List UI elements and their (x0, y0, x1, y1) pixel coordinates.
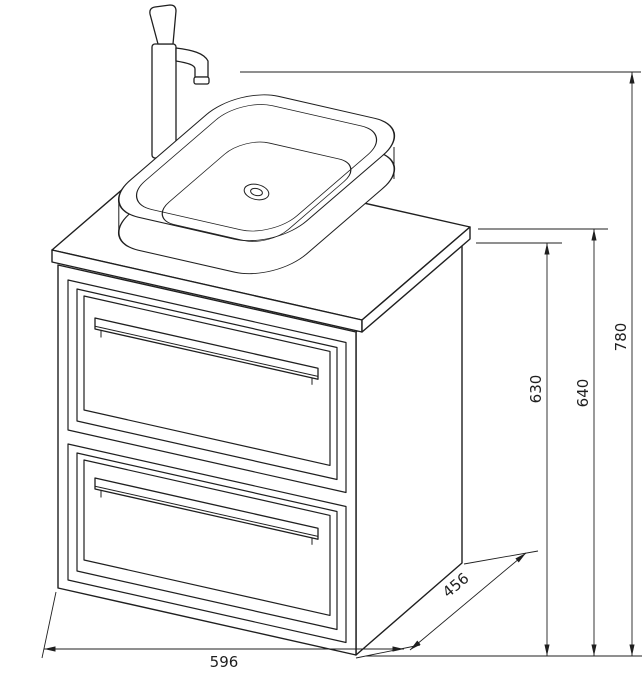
dimension-label-counter-height: 640 (574, 379, 592, 408)
drawer-bottom-frame-inner (83, 459, 331, 616)
drawer-bottom-face (67, 443, 347, 644)
dimension-total-height: 780 (612, 72, 635, 656)
drawer-top-face (67, 279, 347, 494)
vanity-cabinet (51, 4, 471, 656)
drawer-top-handle (94, 317, 319, 385)
dimension-cabinet-height: 630 (527, 243, 550, 656)
drawer-top-frame-outer (76, 288, 338, 481)
faucet-lever-handle (149, 4, 177, 45)
drain-icon (243, 183, 270, 201)
dimension-label-total-height: 780 (612, 323, 630, 352)
vessel-sink (117, 94, 396, 275)
faucet (149, 4, 210, 159)
countertop-side-edge (361, 226, 471, 333)
dimension-width: 596 (44, 646, 404, 671)
sink-bowl-bottom (161, 141, 352, 242)
drawer-top (67, 279, 347, 494)
handle-highlight-line (94, 485, 319, 537)
dimension-counter-height: 640 (574, 229, 597, 656)
drawer-bottom (67, 443, 347, 644)
faucet-aerator (193, 76, 210, 85)
handle-highlight-line (94, 325, 319, 377)
drawer-bottom-frame-outer (76, 452, 338, 631)
drawer-top-frame-inner (83, 295, 331, 466)
sink-outer-rim (117, 94, 396, 242)
dimension-line-depth (409, 552, 527, 651)
sink-inner-rim (135, 104, 378, 232)
faucet-riser (151, 43, 177, 159)
dimension-label-cabinet-height: 630 (527, 375, 545, 404)
dimension-label-width: 596 (210, 653, 239, 671)
drawer-bottom-handle (94, 477, 319, 545)
